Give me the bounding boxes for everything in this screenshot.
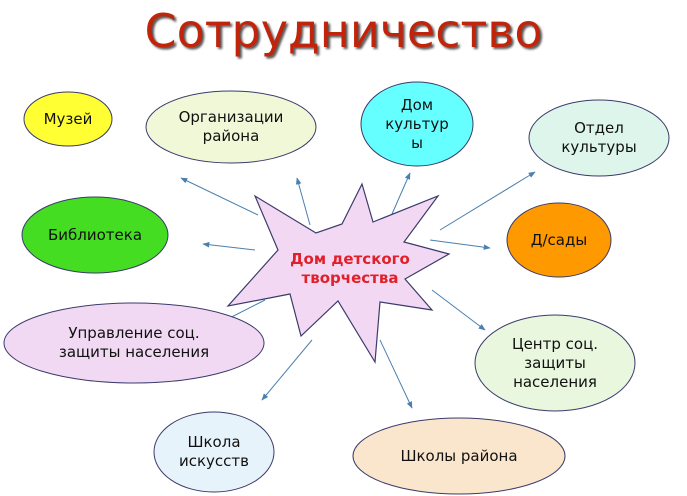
node-social-center-label: Центр соц. защиты населения — [511, 334, 599, 391]
arrow-to-culture-dept — [439, 171, 536, 231]
node-museum-shape — [23, 91, 113, 147]
arrow-to-library — [202, 241, 256, 251]
node-district-schools-label: Школы района — [400, 446, 518, 465]
node-culture-dept-shape — [528, 99, 670, 177]
node-social-center-shape — [474, 314, 636, 412]
arrow-to-kindergartens — [429, 239, 491, 250]
node-culture-house-shape — [360, 81, 474, 167]
node-library-shape — [21, 196, 169, 274]
center-node-label: Дом детского творчества — [290, 250, 410, 287]
arrow-to-art-school — [261, 339, 313, 401]
arrow-to-district-orgs — [295, 177, 311, 226]
arrow-to-district-orgs — [180, 177, 259, 216]
node-social-dept-shape — [3, 302, 265, 384]
node-culture-dept-label: Отдел культуры — [561, 119, 637, 156]
node-museum-label: Музей — [43, 109, 93, 128]
center-star-shape — [226, 182, 451, 364]
diagram-title: Сотрудничество — [144, 4, 543, 58]
node-district-orgs-shape — [145, 90, 317, 164]
node-art-school-label: Школа искусств — [178, 433, 249, 470]
node-district-orgs-label: Организации района — [178, 108, 284, 145]
arrow-to-district-schools — [379, 339, 413, 409]
node-district-schools-shape — [352, 417, 566, 495]
node-kindergartens-shape — [506, 202, 612, 278]
node-social-dept-label: Управление соц. защиты населения — [58, 324, 210, 361]
node-culture-house-label: Дом культур ы — [385, 95, 449, 152]
node-library-label: Библиотека — [47, 225, 143, 244]
node-art-school-shape — [153, 411, 275, 493]
node-kindergartens-label: Д/сады — [530, 230, 588, 249]
arrow-to-social-center — [431, 289, 486, 331]
